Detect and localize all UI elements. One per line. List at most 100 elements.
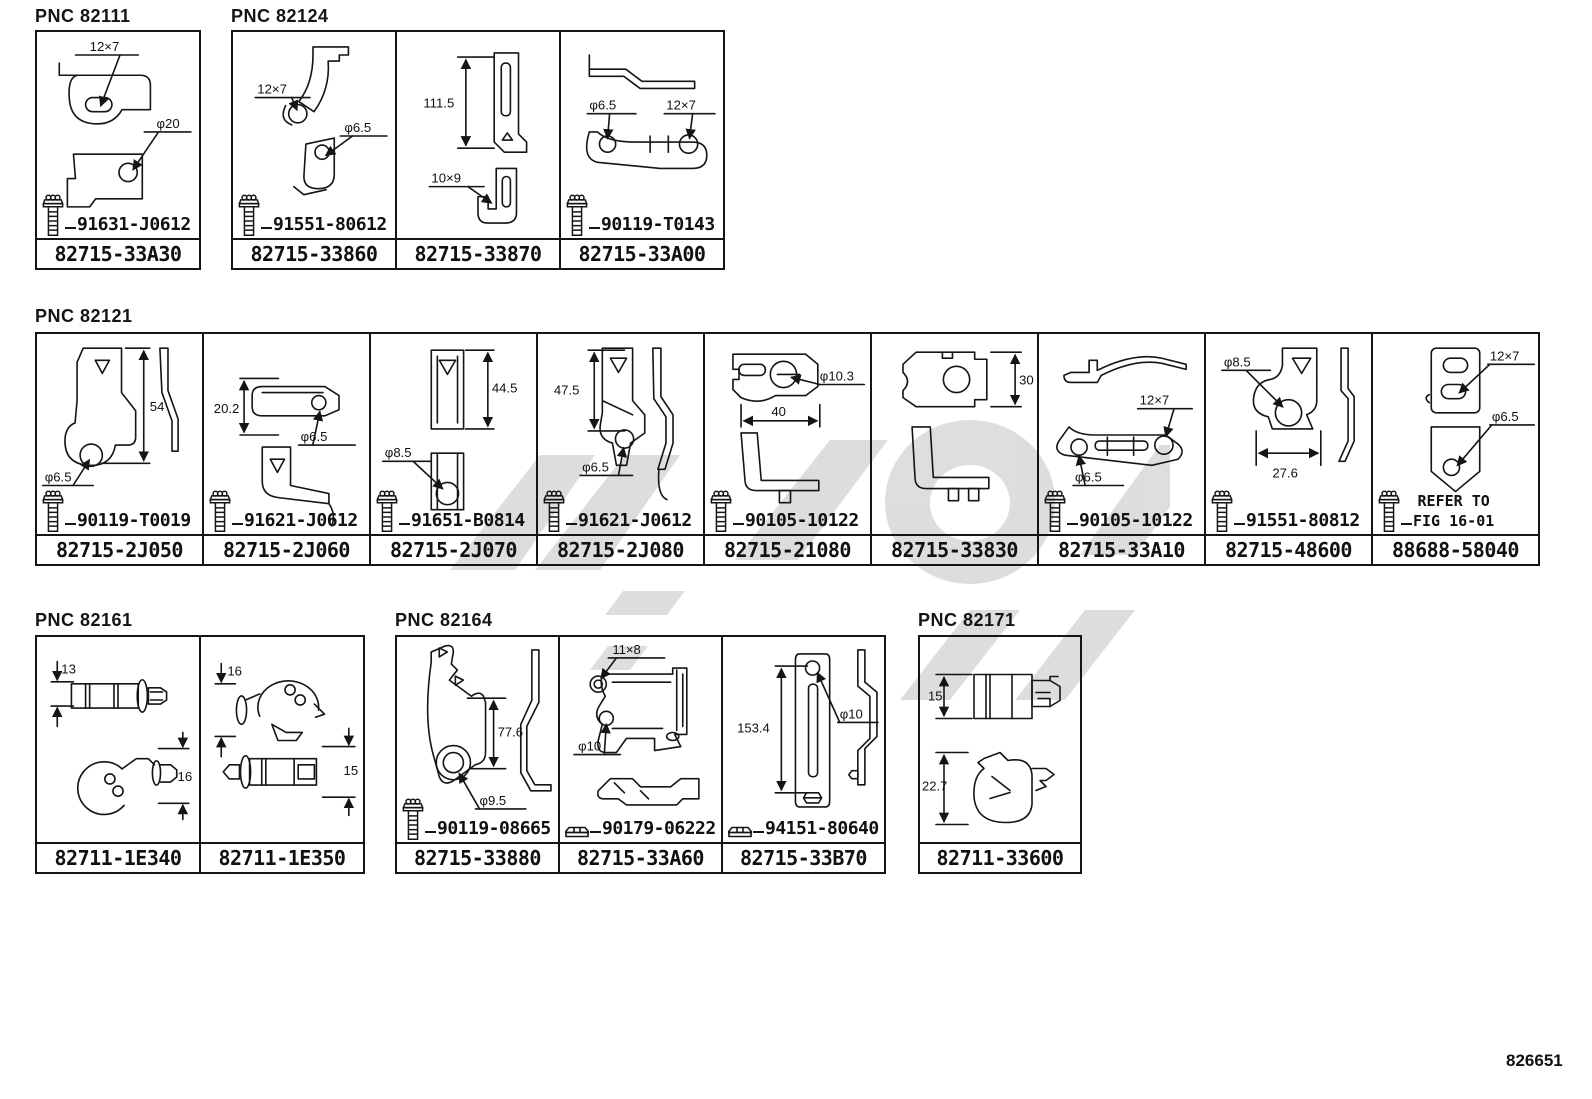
fastener-number: 90105-10122 [745,510,859,531]
fastener-number: 90119-08665 [437,818,551,839]
fastener-leader [753,830,764,833]
part-cell: 47.5 φ6.5 91621-J0612 82715-2J080 [538,334,705,564]
dim-label: 20.2 [214,401,240,416]
fastener-leader [65,522,76,525]
dim-label: 27.6 [1272,465,1298,480]
part-cell: 111.5 10×9 82715-33870 [397,32,561,268]
refer-note: REFER TO FIG 16-01 [1413,492,1494,531]
drawing-82711-1E340: 13 16 [50,660,192,821]
dim-label: 13 [61,662,76,677]
pnc-label-82161: PNC 82161 [35,610,133,630]
dim-label: φ8.5 [1224,354,1251,369]
part-number: 88688-58040 [1373,534,1538,564]
pnc-label-82121: PNC 82121 [35,306,133,326]
dim-label: 47.5 [554,383,580,398]
pnc-label-82171: PNC 82171 [918,610,1016,630]
fastener-number: 91651-B0814 [411,510,525,531]
bolt-icon [710,490,732,532]
dim-label: 44.5 [492,381,518,396]
part-cell: 54 φ6.5 90119-T0019 82715-2J050 [37,334,204,564]
drawing-82715-48600: φ8.5 27.6 [1221,347,1355,480]
part-cell: 12×7 φ6.5 91551-80612 82715-33860 [233,32,397,268]
fastener-leader [1067,522,1078,525]
drawing-82715-33A60: 11×8 φ10 [573,642,700,806]
dim-label: 11×8 [612,642,641,657]
dim-label: 12×7 [90,39,120,54]
part-number: 82711-33600 [920,842,1080,872]
dim-label: 111.5 [423,96,454,111]
bolt-icon [209,490,231,532]
dim-label: φ6.5 [1075,469,1102,484]
drawing-82715-33A30: 12×7 φ20 [58,39,192,208]
fastener-leader [425,830,436,833]
dim-label: 77.6 [498,724,523,739]
bolt-icon [402,798,424,840]
dim-label: 12×7 [1490,348,1520,363]
dim-label: 12×7 [666,98,696,113]
nut-icon [728,826,752,838]
part-cell: φ10.3 40 90105-10122 82715-21080 [705,334,872,564]
drawing-82711-33600: 15 22.7 [922,673,1061,826]
bolt-icon [42,194,64,236]
refer-note-line2: FIG 16-01 [1413,511,1495,530]
dim-label: 15 [928,689,942,704]
part-number: 82715-33A60 [560,842,721,872]
fastener: 91631-J0612 [42,194,191,237]
bolt-icon [543,490,565,532]
part-number: 82715-33870 [397,238,559,268]
fastener-leader [590,830,601,833]
fastener: 91551-80612 [238,194,387,237]
page-code: 826651 [1506,1051,1563,1070]
dim-label: 30 [1019,373,1034,388]
dim-label: 40 [771,404,786,419]
dim-label: φ6.5 [589,98,616,113]
part-number: 82715-33830 [872,534,1037,564]
bolt-icon [238,194,260,236]
part-number: 82715-2J070 [371,534,536,564]
part-number: 82711-1E350 [201,842,363,872]
fastener: 90119-08665 [402,798,551,841]
dim-label: φ6.5 [1492,409,1519,424]
pnc-label-82124: PNC 82124 [231,6,329,26]
fastener-number: 90119-T0019 [77,510,191,531]
dim-label: φ8.5 [385,445,412,460]
bolt-icon [566,194,588,236]
dim-label: 16 [227,664,242,679]
part-number: 82715-33A10 [1039,534,1204,564]
fastener-leader [566,522,577,525]
parts-table-82124: 12×7 φ6.5 91551-80612 82715-33860 111.5 [231,30,725,270]
fastener-number: 91631-J0612 [77,214,191,235]
part-number: 82715-33B70 [723,842,884,872]
dim-label: 15 [344,763,359,778]
dim-label: φ10 [578,739,601,754]
dim-label: 10×9 [431,171,461,186]
fastener-number: 94151-80640 [765,818,879,839]
fastener: 91621-J0612 [543,490,692,533]
parts-table-82164: 77.6 φ9.5 90119-08665 82715-33880 11×8 [395,635,886,874]
part-cell: 13 16 82711-1E340 [37,637,201,872]
fastener-leader [65,226,76,229]
part-cell: 77.6 φ9.5 90119-08665 82715-33880 [397,637,560,872]
part-number: 82715-33860 [233,238,395,268]
bolt-icon [1211,490,1233,532]
fastener-number: 90119-T0143 [601,214,715,235]
dim-label: φ9.5 [480,793,507,808]
part-cell: 12×7 φ20 91631-J0612 82715-33A30 [37,32,199,268]
dim-label: φ6.5 [344,120,371,135]
fastener-number: 90105-10122 [1079,510,1193,531]
part-cell: 44.5 φ8.5 91651-B0814 82715-2J070 [371,334,538,564]
fastener-number: 91551-80612 [273,214,387,235]
parts-table-82161: 13 16 82711-1E340 16 [35,635,365,874]
part-cell: 12×7 φ6.5 90105-10122 82715-33A10 [1039,334,1206,564]
dim-label: 22.7 [922,779,947,794]
fastener: 90119-T0019 [42,490,191,533]
fastener-number: 91551-80812 [1246,510,1360,531]
part-number: 82715-2J060 [204,534,369,564]
part-number: 82715-33A30 [37,238,199,268]
parts-table-82171: 15 22.7 82711-33600 [918,635,1082,874]
parts-table-82111: 12×7 φ20 91631-J0612 82715-33A30 [35,30,201,270]
dim-label: φ10.3 [820,368,854,383]
part-cell: 11×8 φ10 90179-06222 82715-33A60 [560,637,723,872]
fastener: 90105-10122 [1044,490,1193,533]
part-cell: φ8.5 27.6 91551-80812 82715-48600 [1206,334,1373,564]
